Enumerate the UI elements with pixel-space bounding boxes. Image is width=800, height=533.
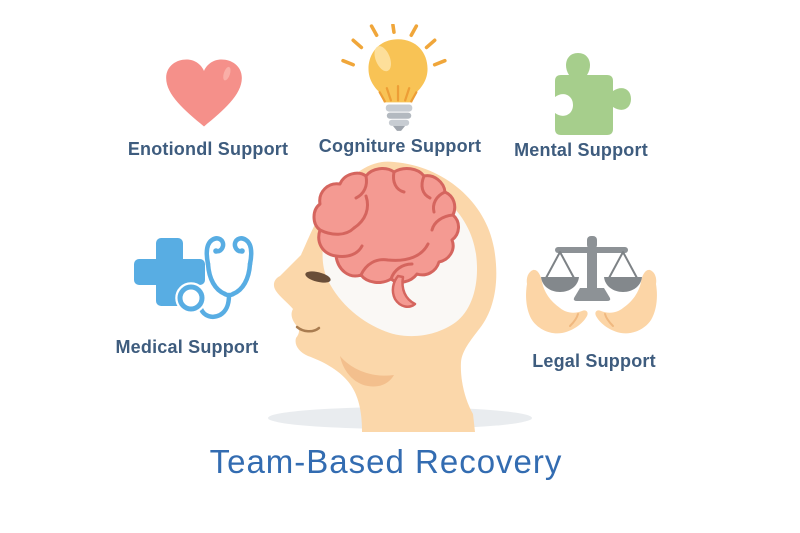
main-title: Team-Based Recovery <box>209 443 563 480</box>
head-brain-illustration-svg <box>273 161 497 432</box>
cognitive-support-label: Cogniture Support <box>318 136 482 156</box>
puzzle-piece-icon <box>537 47 635 137</box>
legal-support-label: Legal Support <box>532 351 656 371</box>
head-profile-with-brain <box>272 158 504 436</box>
scale-base <box>573 288 611 301</box>
neck-shadow <box>340 356 394 387</box>
scales-of-justice-in-hands-icon <box>524 234 659 346</box>
lightbulb-icon <box>341 24 453 134</box>
medical-support-label: Medical Support <box>115 337 259 357</box>
legal-icon-svg <box>526 236 657 334</box>
scale-pole <box>587 247 597 292</box>
puzzle-piece-icon-svg <box>555 53 631 135</box>
stethoscope-chestpiece <box>177 284 205 312</box>
heart-icon-svg <box>166 59 242 127</box>
medical-icon-svg <box>134 236 254 319</box>
left-hand <box>526 269 588 334</box>
scale-knob <box>587 236 597 249</box>
brain-stem <box>391 274 417 308</box>
heart-icon <box>160 56 248 130</box>
mouth <box>295 325 321 333</box>
stethoscope <box>204 236 226 267</box>
lightbulb-icon-svg <box>341 24 447 131</box>
emotional-support-label: Enotiondl Support <box>127 139 289 159</box>
right-hand <box>595 269 657 334</box>
mental-support-label: Mental Support <box>514 140 648 160</box>
medical-cross-stethoscope-icon <box>128 232 258 322</box>
scale-right-pan <box>604 277 642 292</box>
eyebrow <box>305 271 331 283</box>
scale-left-pan <box>541 277 579 292</box>
